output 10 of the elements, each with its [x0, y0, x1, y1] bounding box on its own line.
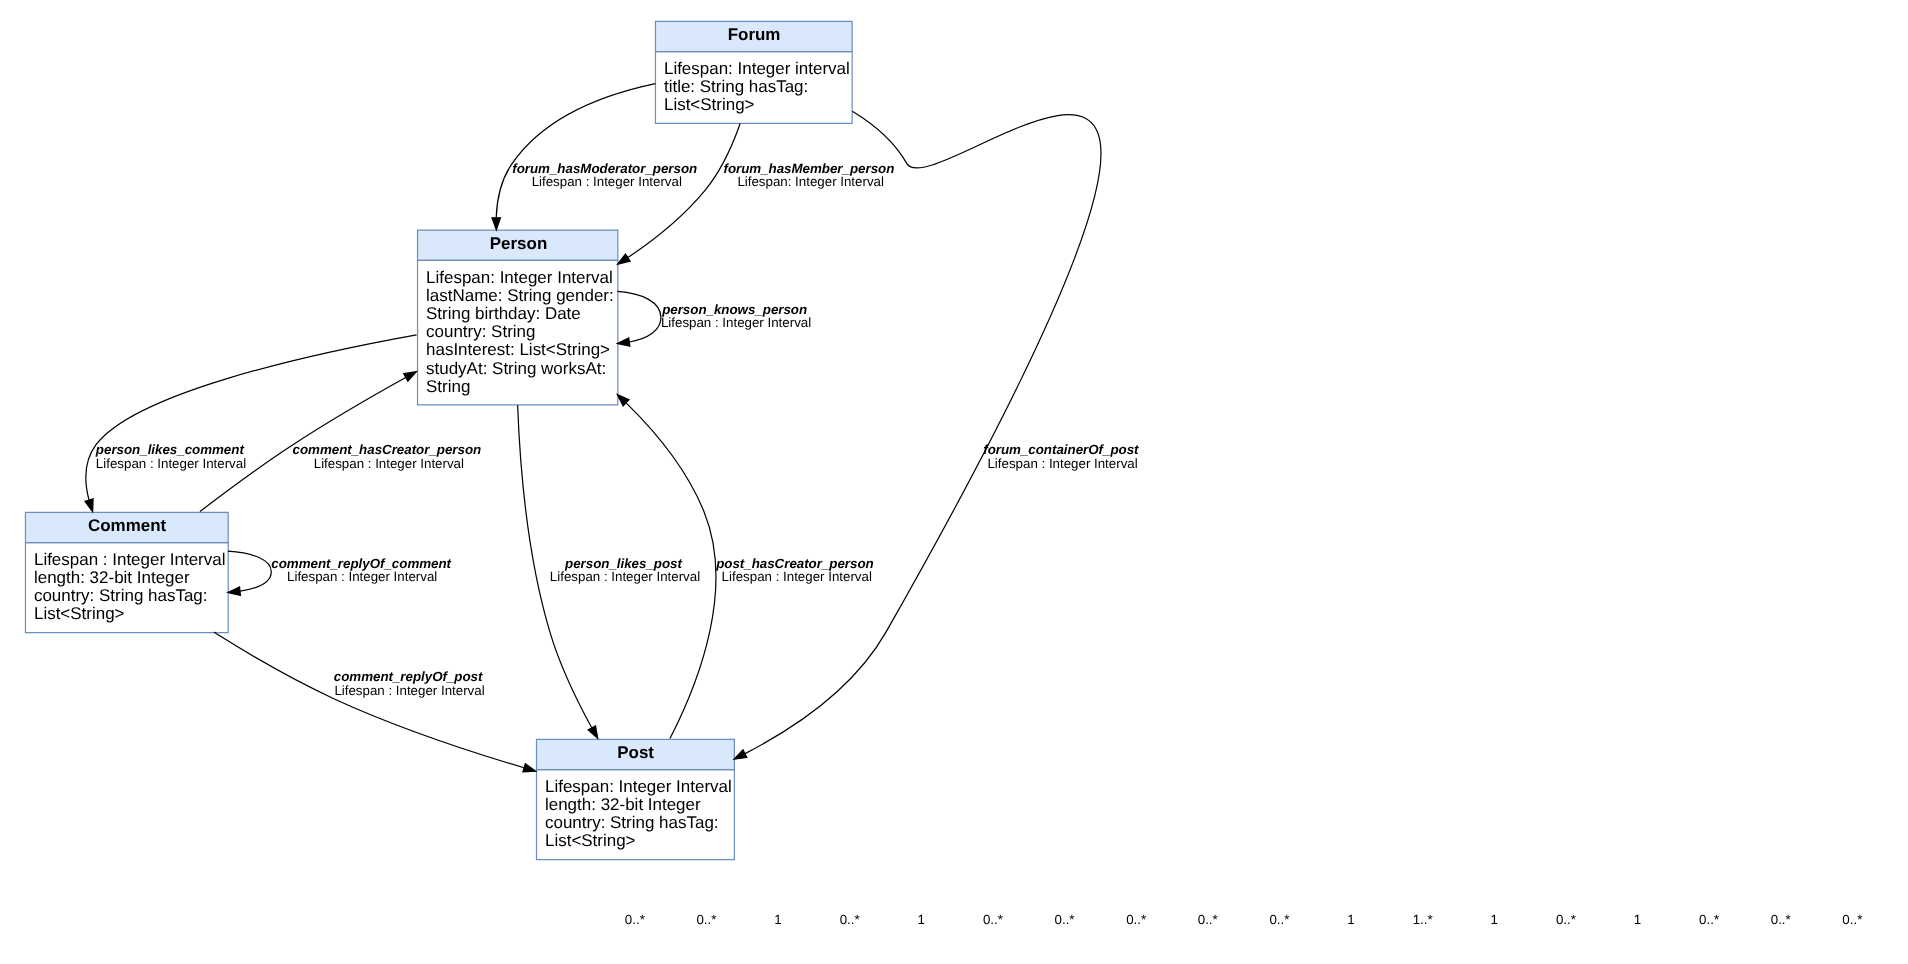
arrow [615, 122, 740, 266]
arrow [614, 290, 661, 347]
arrow [198, 370, 418, 513]
arrow [731, 110, 1101, 760]
arrow [516, 404, 598, 741]
arrow [212, 631, 537, 773]
arrow [83, 334, 417, 514]
arrow [490, 83, 655, 232]
arrow [614, 393, 716, 740]
arrow [225, 550, 271, 597]
